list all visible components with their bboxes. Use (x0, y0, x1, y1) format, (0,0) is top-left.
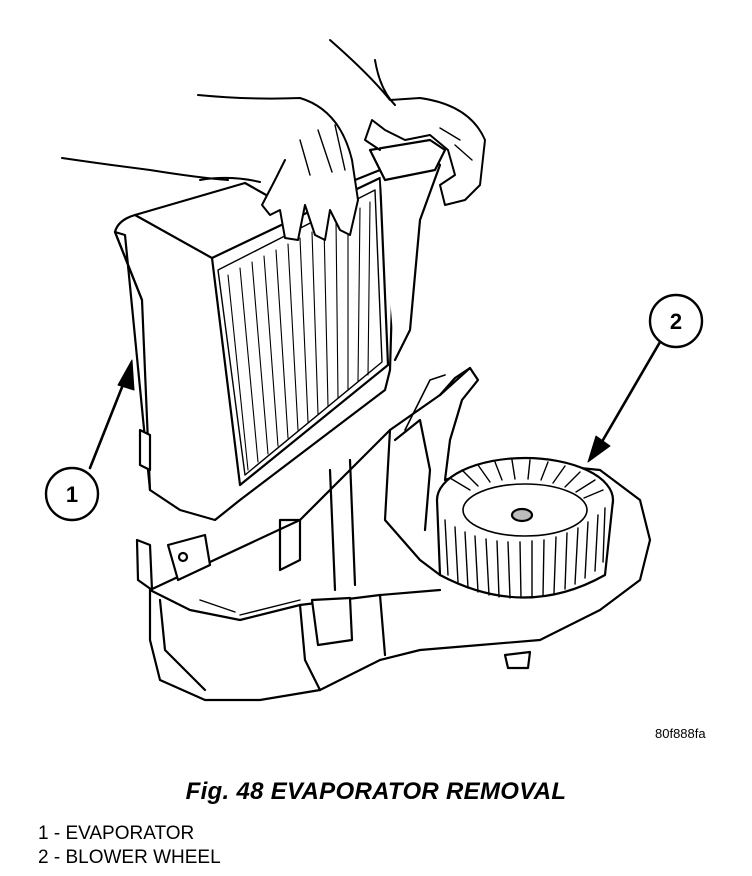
leader-arrow-1 (88, 370, 130, 470)
legend: 1 - EVAPORATOR 2 - BLOWER WHEEL (38, 822, 221, 870)
callout-number-2: 2 (670, 309, 682, 334)
legend-item: 1 - EVAPORATOR (38, 823, 195, 844)
callout-2: 2 (648, 293, 704, 349)
callout-number-1: 1 (66, 482, 78, 507)
leader-arrows (88, 340, 662, 470)
figure-caption: Fig. 48 EVAPORATOR REMOVAL (185, 778, 567, 805)
hvac-housing (135, 366, 652, 702)
leader-arrow-2 (594, 340, 662, 454)
figure-reference-code: 80f888fa (655, 726, 706, 741)
evaporator-removal-illustration: 1 2 (44, 39, 704, 702)
callout-1: 1 (44, 466, 100, 522)
blower-wheel (435, 456, 615, 599)
legend-item: 2 - BLOWER WHEEL (38, 847, 221, 868)
hands (61, 39, 486, 241)
evaporator-core (113, 138, 447, 522)
